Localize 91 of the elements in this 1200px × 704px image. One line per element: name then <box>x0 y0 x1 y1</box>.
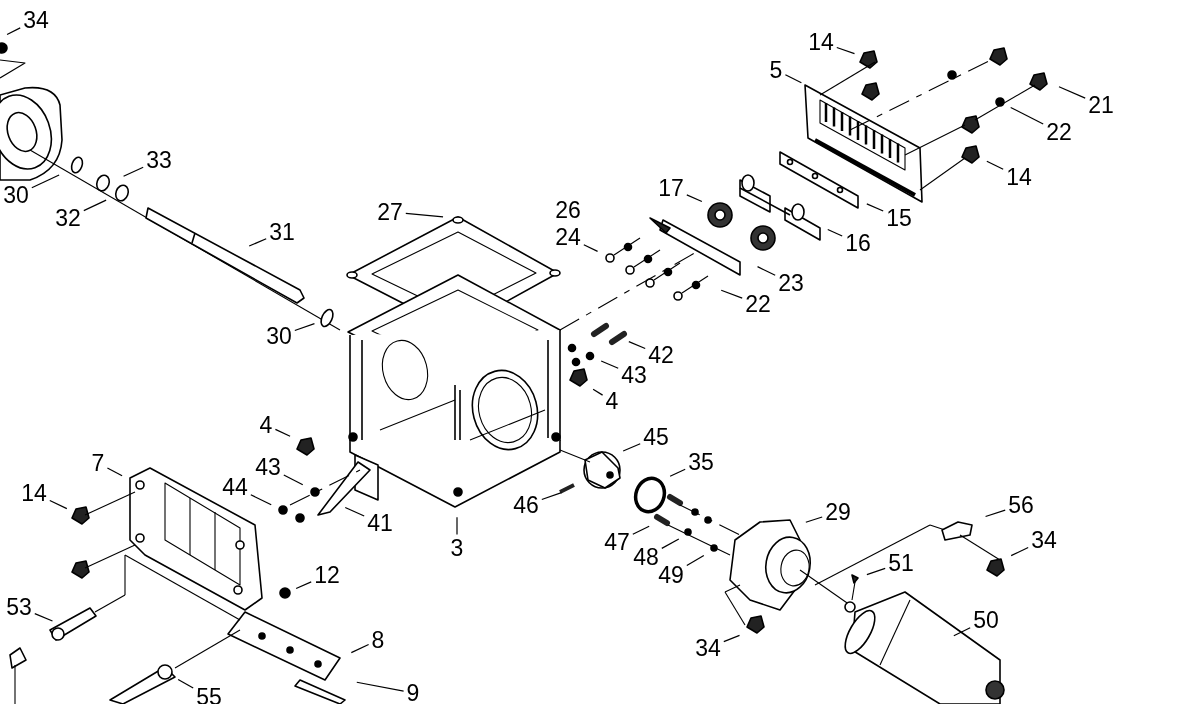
leader-line <box>34 613 54 622</box>
callout-number: 12 <box>314 563 340 587</box>
leader-line <box>1010 546 1029 557</box>
leader-line <box>122 166 144 177</box>
callout-number: 34 <box>1031 528 1057 552</box>
callout-number: 49 <box>658 563 684 587</box>
callout-number: 4 <box>605 389 619 413</box>
callout-number: 15 <box>886 206 912 230</box>
callout-number: 21 <box>1088 93 1114 117</box>
leader-line <box>456 516 458 536</box>
callout-number: 17 <box>658 176 684 200</box>
leader-line <box>344 506 365 517</box>
callout-number: 7 <box>91 451 105 475</box>
callout-number: 55 <box>196 685 222 704</box>
leader-line <box>541 492 563 501</box>
callout-number: 43 <box>621 363 647 387</box>
leader-line <box>177 679 194 689</box>
callout-number: 50 <box>973 608 999 632</box>
leader-line <box>592 388 604 396</box>
callout-number: 43 <box>255 455 281 479</box>
leader-line <box>1010 106 1044 125</box>
leader-line <box>661 538 680 549</box>
callout-number: 14 <box>808 30 834 54</box>
callout-number: 16 <box>845 231 871 255</box>
leader-line <box>686 554 705 567</box>
callout-number: 56 <box>1008 493 1034 517</box>
callout-number: 22 <box>745 292 771 316</box>
leader-line <box>250 494 272 506</box>
leader-line <box>106 467 123 477</box>
leader-line <box>953 627 971 637</box>
callout-number: 33 <box>146 148 172 172</box>
callout-number: 32 <box>55 206 81 230</box>
callout-number: 34 <box>695 636 721 660</box>
leader-line <box>984 509 1006 518</box>
leader-line <box>1058 86 1086 99</box>
leader-line <box>622 443 641 452</box>
callout-number: 30 <box>3 183 29 207</box>
leader-line <box>248 238 267 247</box>
leader-line <box>866 567 886 576</box>
leader-line <box>784 74 802 84</box>
leader-line <box>669 468 686 477</box>
leader-line <box>720 289 743 299</box>
callout-number: 53 <box>6 595 32 619</box>
leader-line <box>827 228 843 237</box>
callout-number: 29 <box>825 500 851 524</box>
callout-number: 31 <box>269 220 295 244</box>
callout-number: 46 <box>513 493 539 517</box>
callout-number: 44 <box>222 475 248 499</box>
leader-line <box>405 212 444 218</box>
leader-line <box>6 27 21 36</box>
leader-line <box>356 681 405 692</box>
leader-line <box>836 46 856 55</box>
leader-line <box>83 199 107 212</box>
leader-line <box>600 360 619 369</box>
callout-number: 5 <box>769 58 783 82</box>
callout-number: 41 <box>367 511 393 535</box>
leader-line <box>49 499 68 510</box>
callout-number: 45 <box>643 425 669 449</box>
leader-line <box>628 341 646 350</box>
callout-number: 42 <box>648 343 674 367</box>
callout-number: 30 <box>266 324 292 348</box>
leader-line <box>31 174 60 189</box>
leader-line <box>723 634 741 643</box>
leader-line <box>583 244 599 252</box>
callout-number: 14 <box>21 481 47 505</box>
leader-line <box>866 203 884 212</box>
leader-line <box>686 194 703 203</box>
callout-number: 24 <box>555 225 581 249</box>
callout-number: 51 <box>888 551 914 575</box>
leader-line <box>805 516 823 523</box>
callout-number: 35 <box>688 450 714 474</box>
leader-line <box>295 581 312 590</box>
callout-number: 34 <box>23 8 49 32</box>
leader-line <box>756 266 776 276</box>
leader-line <box>274 428 291 437</box>
leader-line <box>283 474 304 486</box>
leader-line <box>294 323 316 332</box>
leader-line <box>350 643 370 654</box>
callout-number: 23 <box>778 271 804 295</box>
callout-number: 9 <box>406 681 420 704</box>
callout-number: 47 <box>604 530 630 554</box>
callout-number: 14 <box>1006 165 1032 189</box>
callout-number: 48 <box>633 545 659 569</box>
callout-number: 4 <box>259 413 273 437</box>
callout-number: 26 <box>555 198 581 222</box>
callout-number: 22 <box>1046 120 1072 144</box>
callout-number: 3 <box>450 536 464 560</box>
leader-line <box>632 525 650 535</box>
callout-number: 27 <box>377 200 403 224</box>
leader-line <box>986 160 1004 170</box>
callout-number: 8 <box>371 628 385 652</box>
